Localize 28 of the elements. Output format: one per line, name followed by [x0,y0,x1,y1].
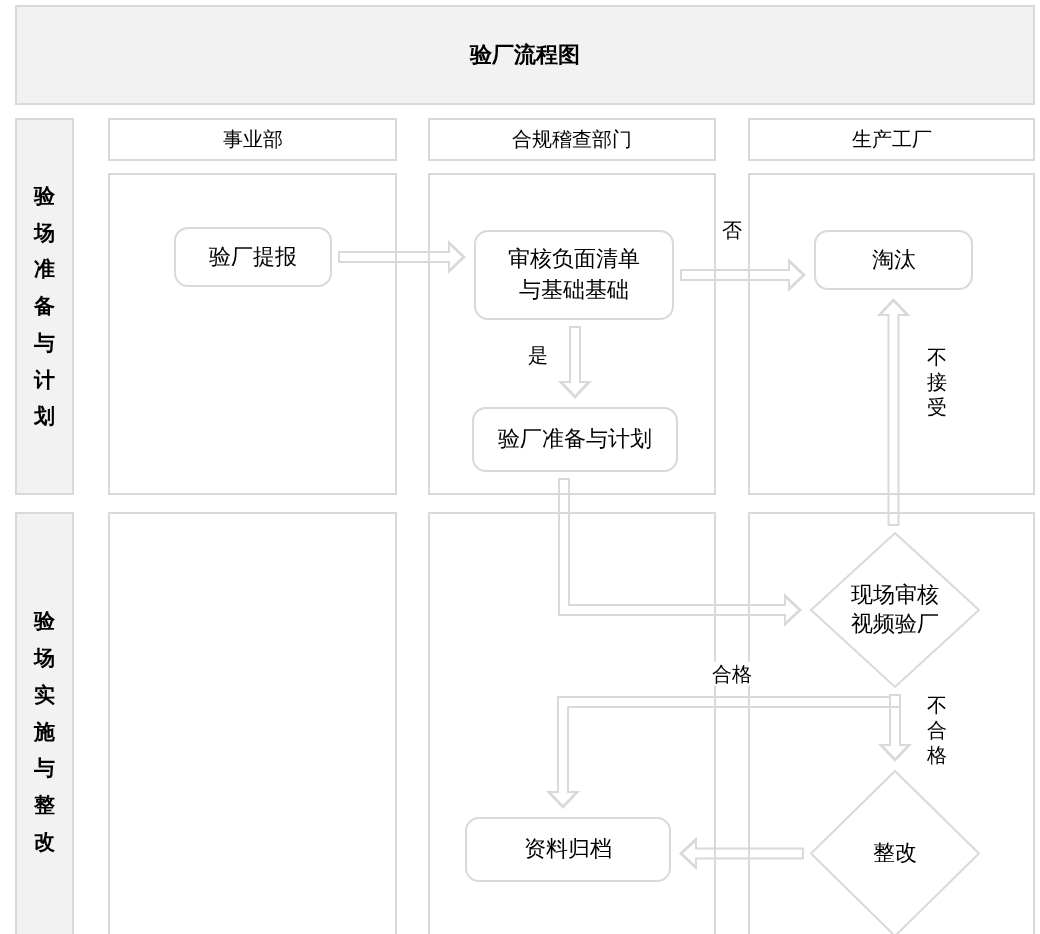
process-box: 淘汰 [814,230,973,290]
arrow [338,240,466,274]
arrow [876,298,911,526]
process-box: 验厂准备与计划 [472,407,678,472]
process-box: 审核负面清单与基础基础 [474,230,674,320]
arrow [558,326,592,399]
edge-label: 不合格 [926,693,947,768]
decision-diamond: 现场审核视频验厂 [810,532,980,688]
arrow [679,836,804,871]
swimlane [748,173,1035,495]
row-header: 验场准备与计划 [15,118,74,495]
column-header: 合规稽查部门 [428,118,716,161]
title-banner: 验厂流程图 [15,5,1035,105]
swimlane [428,173,716,495]
arrow [680,258,806,292]
column-header: 事业部 [108,118,397,161]
edge-label: 不接受 [926,345,947,420]
column-header: 生产工厂 [748,118,1035,161]
process-box: 验厂提报 [174,227,332,287]
arrow [558,478,802,627]
edge-label: 是 [528,343,548,367]
process-box: 资料归档 [465,817,671,882]
edge-label: 否 [722,218,742,242]
edge-label: 合格 [712,662,752,686]
decision-diamond: 整改 [810,770,980,934]
swimlane [108,173,397,495]
swimlane [108,512,397,934]
row-header: 验场实施与整改 [15,512,74,934]
